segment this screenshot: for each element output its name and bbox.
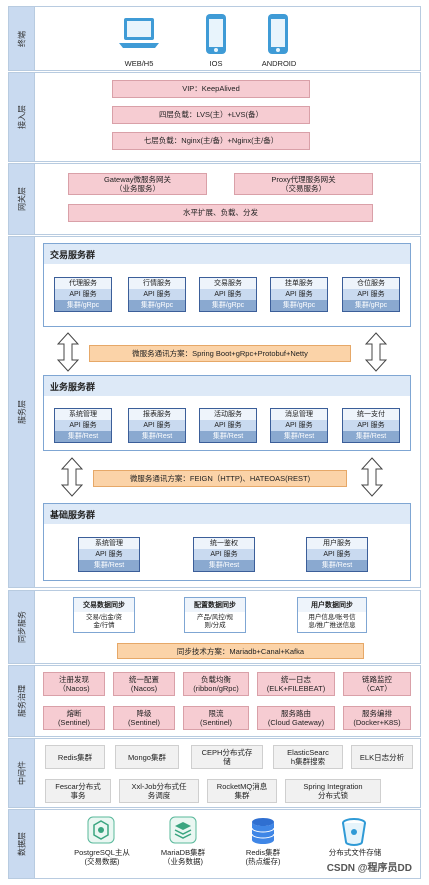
layer-side-bar: 同步服务 xyxy=(9,591,35,663)
data-label-mariadb: MariaDB集群 （业务数据) xyxy=(160,848,206,867)
laptop-icon xyxy=(117,15,161,55)
layer-side-bar: 服务治理 xyxy=(9,666,35,736)
l7-load-balance-box: 七层负载：Nginx(主/备）+Nginx(主/备） xyxy=(112,132,310,150)
gov-rate-limit: 限流 (Sentinel) xyxy=(183,706,249,730)
postgresql-icon xyxy=(87,816,115,846)
access-layer: 接入层 VIP：KeepAlived 四层负载：LVS(主）+LVS(备） 七层… xyxy=(8,72,421,162)
double-arrow-icon xyxy=(57,332,79,372)
governance-layer: 服务治理 注册发现 （Nacos) 统一配置 (Nacos) 负载均衡 (rib… xyxy=(8,665,421,737)
l4-load-balance-box: 四层负载：LVS(主）+LVS(备） xyxy=(112,106,310,124)
double-arrow-icon xyxy=(365,332,387,372)
mw-spring-integration: Spring Integration 分布式锁 xyxy=(285,779,381,803)
gateway-layer: 网关层 Gateway微服务网关 （业务服务） Proxy代理服务网关 （交易服… xyxy=(8,163,421,235)
layer-side-bar: 数据层 xyxy=(9,810,35,878)
data-label-redis: Redis集群 (热点缓存) xyxy=(245,848,281,867)
layer-side-bar: 服务层 xyxy=(9,237,35,587)
mariadb-icon xyxy=(169,816,197,846)
mw-xxl-job: Xxl-Job分布式任 务调度 xyxy=(119,779,199,803)
device-label-ios: IOS xyxy=(209,59,223,68)
proxy-gateway-box: Proxy代理服务网关 （交易服务） xyxy=(234,173,373,195)
android-phone-icon xyxy=(266,13,290,57)
panel-title: 业务服务群 xyxy=(44,376,410,396)
sync-tech-scheme: 同步技术方案：Mariadb+Canal+Kafka xyxy=(117,643,364,659)
mw-fescar: Fescar分布式 事务 xyxy=(45,779,111,803)
gov-orchestration: 服务编排 (Docker+K8S) xyxy=(343,706,411,730)
horizontal-scaling-box: 水平扩展、负载、分发 xyxy=(68,204,373,222)
panel-title: 交易服务群 xyxy=(44,244,410,264)
watermark: CSDN @程序员DD xyxy=(326,863,412,874)
layer-side-bar: 终端 xyxy=(9,7,35,70)
mw-rocketmq: RocketMQ消息 集群 xyxy=(207,779,277,803)
device-label-android: ANDROID xyxy=(261,59,297,68)
gov-routing: 服务路由 (Cloud Gateway) xyxy=(257,706,335,730)
mw-ceph: CEPH分布式存 储 xyxy=(191,745,263,769)
gov-tracing: 链路监控 （CAT） xyxy=(343,672,411,696)
device-label-web: WEB/H5 xyxy=(124,59,154,68)
layer-side-bar: 接入层 xyxy=(9,73,35,161)
comm-scheme-feign: 微服务通讯方案：FEIGN（HTTP)、HATEOAS(REST) xyxy=(93,470,347,487)
mw-redis: Redis集群 xyxy=(45,745,105,769)
sync-layer: 同步服务 交易数据同步交易/出金/资 金/行情 配置数据同步产品/风控/规 则/… xyxy=(8,590,421,664)
iphone-icon xyxy=(204,13,228,57)
gov-config: 统一配置 (Nacos) xyxy=(113,672,175,696)
data-label-file-storage: 分布式文件存储 xyxy=(328,848,382,857)
data-label-postgresql: PostgreSQL主从 (交易数据) xyxy=(74,848,130,867)
middleware-layer: 中间件 Redis集群 Mongo集群 CEPH分布式存 储 ElasticSe… xyxy=(8,738,421,808)
double-arrow-icon xyxy=(61,457,83,497)
mw-elk: ELK日志分析 xyxy=(351,745,413,769)
bucket-storage-icon xyxy=(339,816,369,848)
layer-side-bar: 中间件 xyxy=(9,739,35,807)
gov-registry: 注册发现 （Nacos) xyxy=(43,672,105,696)
gateway-microservice-box: Gateway微服务网关 （业务服务） xyxy=(68,173,207,195)
mw-elasticsearch: ElasticSearc h集群搜索 xyxy=(273,745,343,769)
terminal-layer: 终端 WEB/H5 IOS ANDROID xyxy=(8,6,421,71)
gov-degrade: 降级 (Sentinel) xyxy=(113,706,175,730)
data-layer: 数据层 PostgreSQL主从 (交易数据) MariaDB集群 （业务数据)… xyxy=(8,809,421,879)
comm-scheme-grpc: 微服务通讯方案：Spring Boot+gRpc+Protobuf+Netty xyxy=(89,345,351,362)
vip-keepalived-box: VIP：KeepAlived xyxy=(112,80,310,98)
redis-icon xyxy=(249,816,277,848)
panel-title: 基础服务群 xyxy=(44,504,410,524)
gov-logging: 统一日志 (ELK+FILEBEAT) xyxy=(257,672,335,696)
mw-mongo: Mongo集群 xyxy=(115,745,179,769)
layer-side-bar: 网关层 xyxy=(9,164,35,234)
double-arrow-icon xyxy=(361,457,383,497)
gov-load-balance: 负载均衡 (ribbon/gRpc) xyxy=(183,672,249,696)
sync-item-trading: 交易数据同步交易/出金/资 金/行情 xyxy=(73,597,135,634)
sync-item-user: 用户数据同步用户信息/账号信 息/推广推送信息 xyxy=(297,597,367,634)
sync-item-config: 配置数据同步产品/风控/规 则/分成 xyxy=(184,597,246,634)
gov-circuit-breaker: 熔断 (Sentinel) xyxy=(43,706,105,730)
